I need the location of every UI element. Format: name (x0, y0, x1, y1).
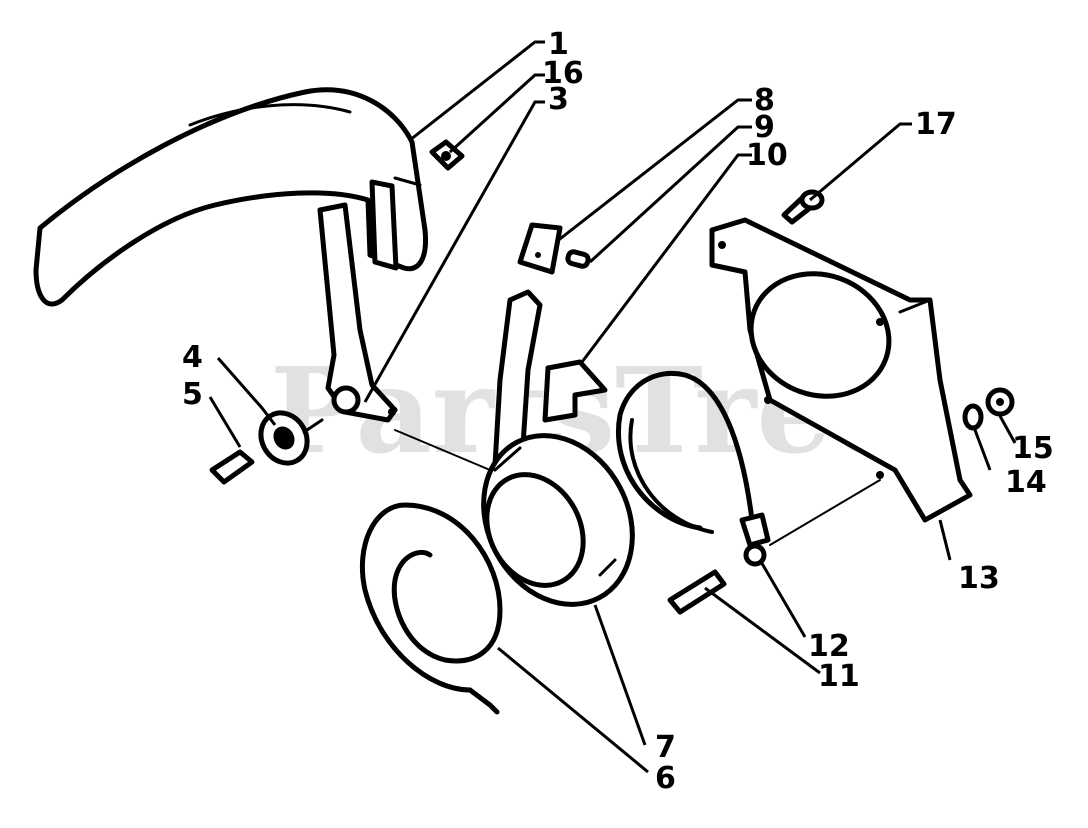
callouts: 1 16 3 8 9 10 17 4 5 15 14 13 12 11 7 6 (182, 27, 1054, 796)
callout-14: 14 (1005, 465, 1047, 500)
assembly-lines (394, 429, 881, 546)
callout-17: 17 (915, 107, 957, 142)
callout-3: 3 (548, 82, 569, 117)
part-11-pin (667, 569, 727, 615)
callout-13: 13 (958, 561, 1000, 596)
part-9-pin (565, 249, 591, 269)
callout-6: 6 (655, 761, 676, 796)
part-15-nut (985, 387, 1015, 417)
part-8-block (517, 222, 563, 275)
callout-10: 10 (746, 138, 788, 173)
part-13-cover (709, 217, 973, 523)
leader-lines (208, 40, 1017, 774)
callout-11: 11 (818, 659, 860, 694)
part-6-spring (359, 502, 503, 715)
callout-16: 16 (542, 56, 584, 91)
callout-7: 7 (655, 730, 676, 765)
callout-4: 4 (182, 340, 203, 375)
part-5-pin (209, 449, 255, 485)
callout-8: 8 (754, 83, 775, 118)
part-14-washer (962, 403, 984, 431)
callout-9: 9 (754, 110, 775, 145)
part-4-bushing (258, 410, 324, 466)
callout-12: 12 (808, 629, 850, 664)
part-7-drum (481, 433, 635, 607)
part-1-handle (33, 87, 429, 307)
callout-1: 1 (548, 27, 569, 62)
callout-5: 5 (182, 377, 203, 412)
callout-15: 15 (1012, 431, 1054, 466)
part-12-brake-band (616, 371, 771, 567)
part-3-brake-lever (317, 202, 398, 423)
brake-band-lever (492, 289, 543, 468)
part-16-screw (429, 139, 465, 171)
part-10-bracket (542, 359, 608, 423)
